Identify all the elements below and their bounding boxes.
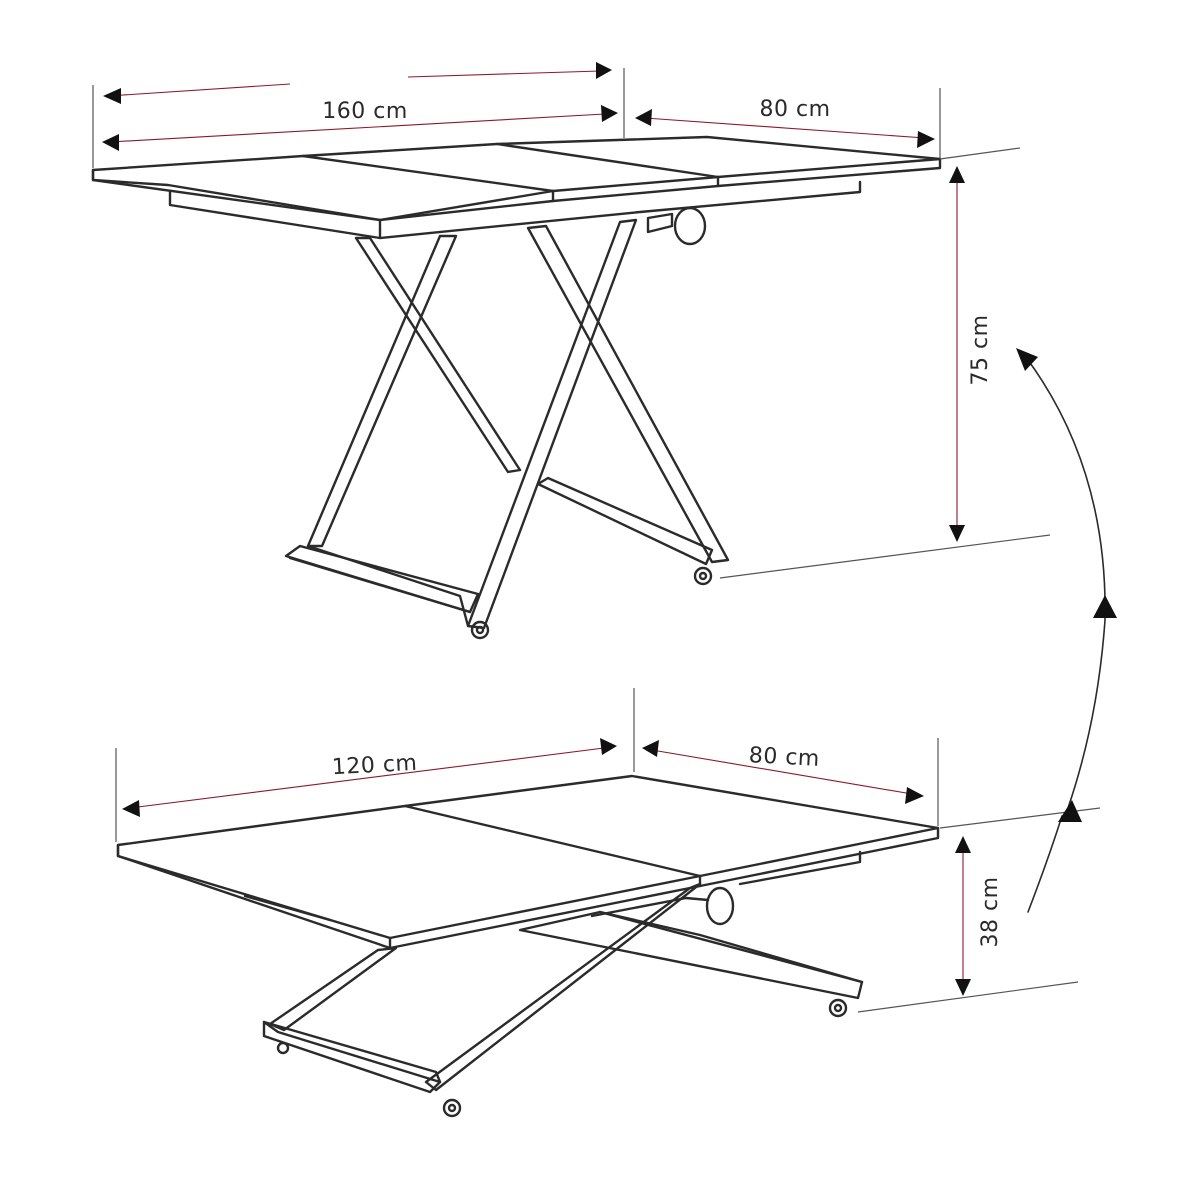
compact-dimensions xyxy=(115,688,1101,1013)
extended-height-knob xyxy=(646,206,707,246)
compact-table: 120 cm 80 cm 38 cm xyxy=(115,688,1101,1118)
compact-tabletop xyxy=(116,774,940,950)
compact-leg-frame xyxy=(262,882,864,1094)
extended-depth-label: 80 cm xyxy=(759,97,830,122)
extended-caster-icon xyxy=(470,566,713,640)
compact-depth-label: 80 cm xyxy=(748,743,820,772)
extended-leg-frame xyxy=(284,218,730,630)
arrow-up-icon xyxy=(1016,348,1038,371)
extended-height-label: 75 cm xyxy=(968,314,993,385)
compact-height-label: 38 cm xyxy=(978,876,1003,947)
compact-caster-icon xyxy=(276,998,848,1118)
arrow-up-icon xyxy=(1093,595,1117,618)
compact-height-knob xyxy=(684,886,735,926)
height-adjust-arrow xyxy=(1016,348,1117,913)
arrow-up-icon xyxy=(1058,800,1082,822)
extended-dimensions xyxy=(92,62,1051,579)
compact-length-label: 120 cm xyxy=(331,751,418,780)
extended-length-label: 160 cm xyxy=(322,99,408,124)
extended-table: 160 cm 80 cm 75 cm xyxy=(91,62,1051,640)
extended-tabletop xyxy=(91,135,942,240)
